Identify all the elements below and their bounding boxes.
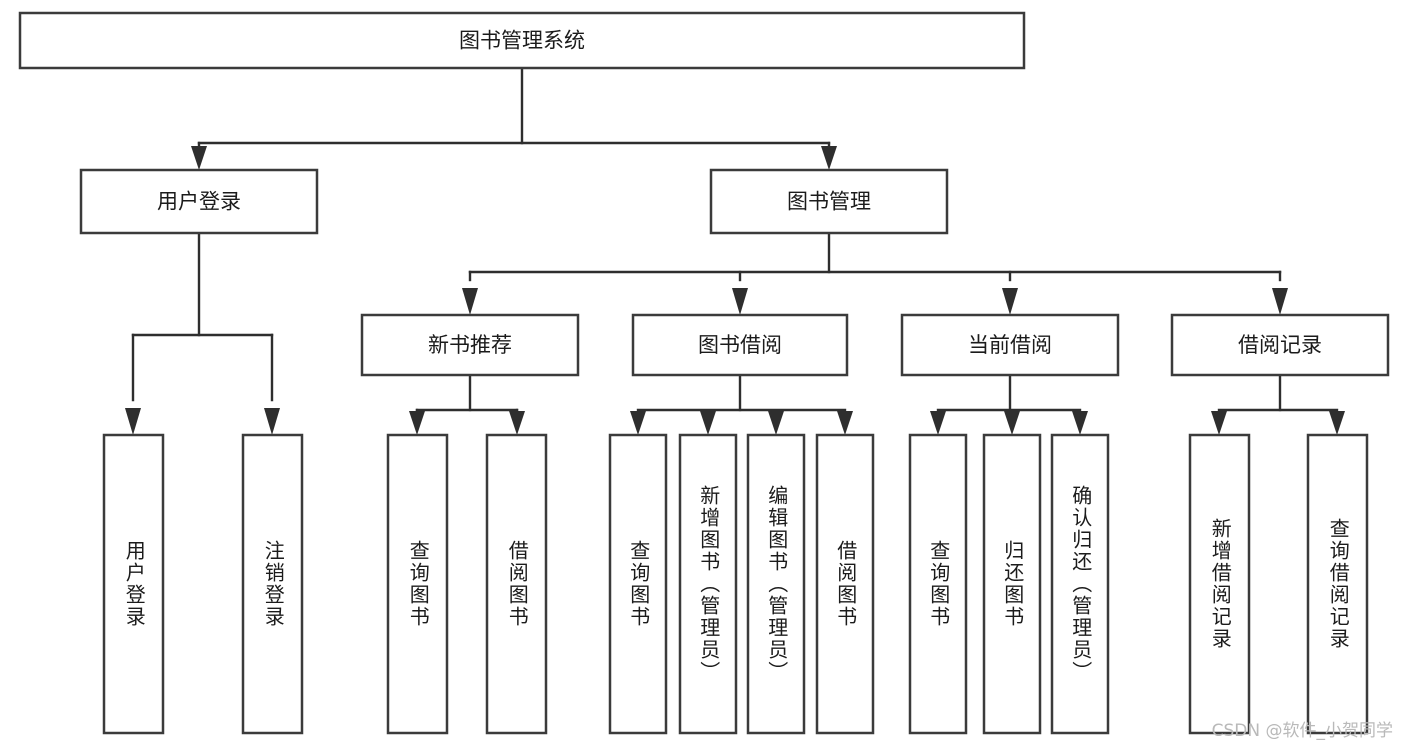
arrow-head-newbook-leaf-1 (409, 411, 425, 435)
node-box-leaf-5[interactable] (678, 433, 738, 735)
node-box-leaf-7[interactable] (815, 433, 875, 735)
arrow-head-current-leaf-1 (930, 411, 946, 435)
arrow-head-to-borrow (732, 288, 748, 315)
connector-layer (125, 66, 1345, 435)
arrow-head-record-leaf-2 (1329, 411, 1345, 435)
arrow-head-current-leaf-3 (1072, 411, 1088, 435)
arrow-head-borrow-leaf-3 (768, 411, 784, 435)
node-label-level3-0: 新书推荐 (428, 333, 512, 357)
arrow-head-to-current (1002, 288, 1018, 315)
arrow-head-user-leaf-2 (264, 408, 280, 435)
arrow-head-user-leaf-1 (125, 408, 141, 435)
node-box-leaf-4[interactable] (608, 433, 668, 735)
node-box-leaf-10[interactable] (1050, 433, 1110, 735)
node-box-leaf-8[interactable] (908, 433, 968, 735)
node-box-leaf-1[interactable] (241, 433, 304, 735)
node-label-level3-2: 当前借阅 (968, 333, 1052, 357)
arrow-head-borrow-leaf-4 (837, 411, 853, 435)
node-box-level3-0[interactable] (360, 313, 580, 377)
node-label-level3-3: 借阅记录 (1238, 333, 1322, 357)
node-box-leaf-3[interactable] (485, 433, 548, 735)
node-box-root[interactable] (18, 11, 1026, 70)
node-label-level3-1: 图书借阅 (698, 333, 782, 357)
node-box-leaf-6[interactable] (746, 433, 806, 735)
arrow-head-borrow-leaf-1 (630, 411, 646, 435)
arrow-head-to-record (1272, 288, 1288, 315)
csdn-watermark: CSDN @软件_小贺同学 (1211, 721, 1393, 741)
node-boxes-layer (18, 11, 1390, 735)
node-box-leaf-11[interactable] (1188, 433, 1251, 735)
node-label-level2-0: 用户登录 (157, 190, 241, 214)
node-box-level2-1[interactable] (709, 168, 949, 235)
node-label-level2-1: 图书管理 (787, 190, 871, 214)
node-label-root: 图书管理系统 (459, 29, 585, 53)
node-box-leaf-0[interactable] (102, 433, 165, 735)
arrow-head-newbook-leaf-2 (509, 411, 525, 435)
arrow-head-current-leaf-2 (1004, 411, 1020, 435)
arrow-head-record-leaf-1 (1211, 411, 1227, 435)
arrow-head-root-to-book (821, 146, 837, 170)
node-box-leaf-9[interactable] (982, 433, 1042, 735)
arrow-head-root-to-user (191, 146, 207, 170)
node-box-level3-1[interactable] (631, 313, 849, 377)
node-box-leaf-12[interactable] (1306, 433, 1369, 735)
node-box-level2-0[interactable] (79, 168, 319, 235)
node-box-level3-2[interactable] (900, 313, 1120, 377)
node-box-leaf-2[interactable] (386, 433, 449, 735)
arrow-head-borrow-leaf-2 (700, 411, 716, 435)
node-box-level3-3[interactable] (1170, 313, 1390, 377)
arrow-head-to-new-book (462, 288, 478, 315)
